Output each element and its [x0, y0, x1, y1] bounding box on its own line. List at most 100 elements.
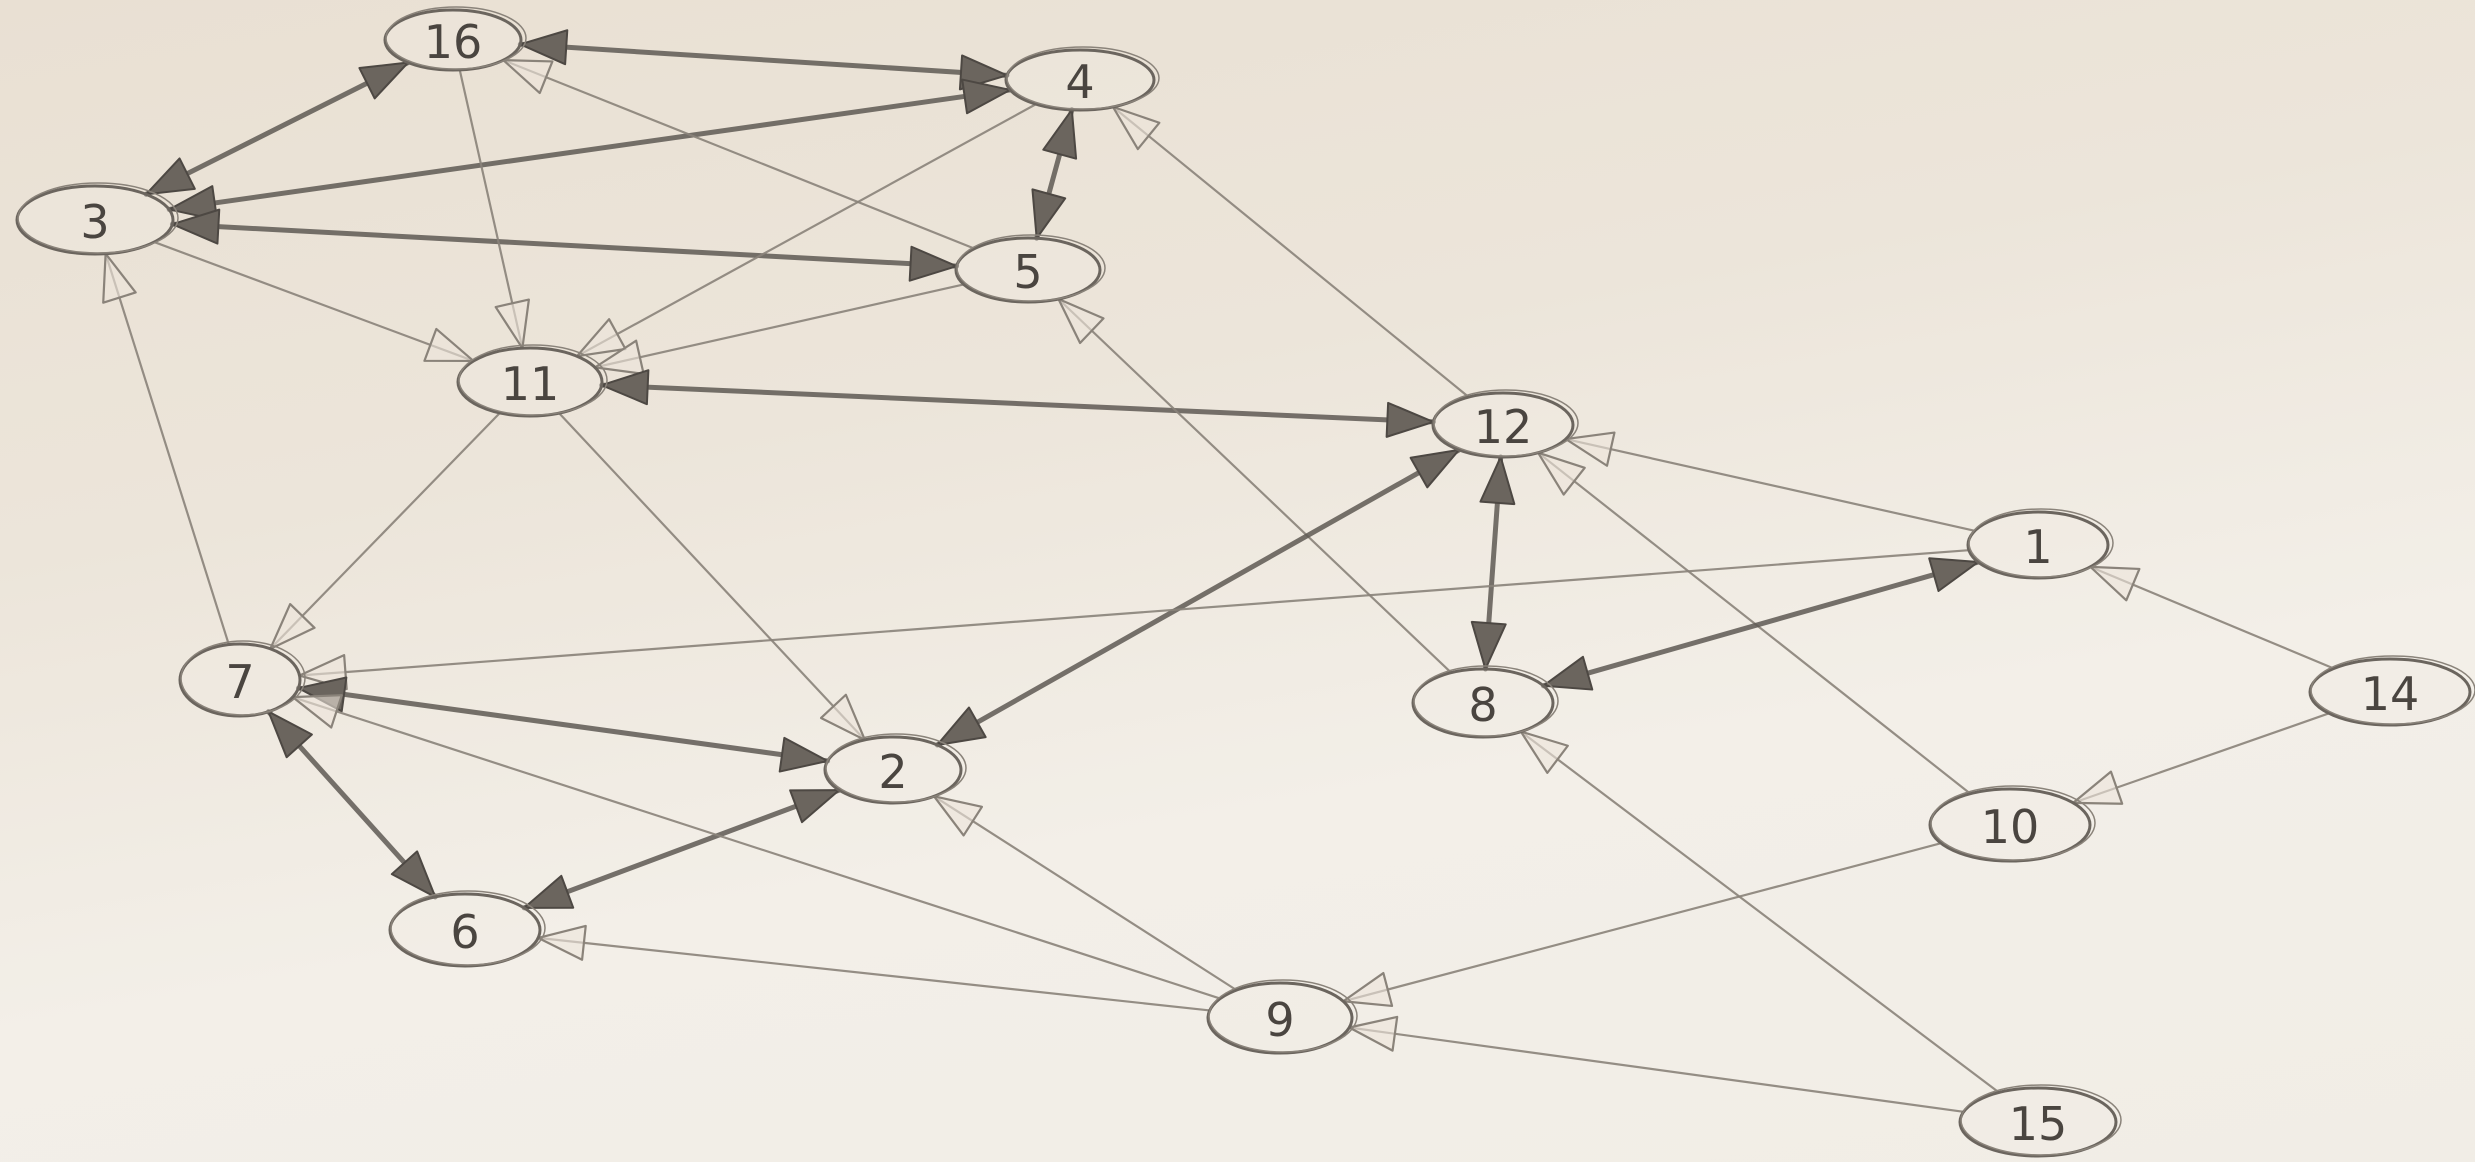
- arrowhead-8-5: [1057, 297, 1105, 345]
- edge-1-12: [1564, 437, 1976, 532]
- node-10: 10: [1928, 785, 2096, 863]
- arrowhead-16-11: [494, 298, 530, 350]
- node-3: 3: [15, 182, 179, 256]
- arrowhead-8-1: [1928, 557, 1980, 593]
- edge-5-11: [593, 283, 965, 369]
- edge-2-7: [295, 685, 831, 764]
- edge-10-9: [1342, 842, 1943, 1003]
- node-6-label: 6: [450, 905, 479, 959]
- edge-8-5: [1057, 297, 1453, 674]
- node-2: 2: [823, 733, 967, 805]
- node-8-circle-stroke: [1413, 665, 1559, 737]
- arrowhead-16-3: [145, 157, 196, 196]
- edge-11-2: [557, 412, 866, 742]
- arrowhead-14-10: [2072, 770, 2124, 805]
- arrowhead-5-16: [502, 59, 554, 95]
- edge-16-11: [458, 68, 524, 350]
- node-6-circle: [388, 892, 542, 968]
- node-7-circle: [178, 642, 302, 718]
- nodes-layer: 16 4 3 5 11 12 1 7 8 14 2 10 6 9 15: [15, 6, 2475, 1158]
- arrowhead-1-8: [1542, 655, 1594, 691]
- arrowhead-12-8: [1470, 620, 1507, 671]
- node-8: 8: [1411, 665, 1559, 739]
- arrowhead-15-8: [1519, 730, 1569, 774]
- node-6-circle-stroke: [390, 890, 546, 966]
- arrowhead-9-2: [932, 795, 984, 837]
- node-12-label: 12: [1474, 400, 1533, 454]
- edge-4-16: [517, 41, 1010, 78]
- node-1: 1: [1966, 508, 2114, 580]
- node-14-circle-stroke: [2310, 655, 2475, 725]
- edge-5-16: [502, 59, 976, 250]
- edge-15-9: [1348, 1026, 1965, 1113]
- arrowhead-7-2: [778, 736, 829, 773]
- node-5: 5: [954, 234, 1106, 304]
- edge-2-6: [521, 787, 842, 911]
- arrowhead-6-2: [789, 789, 841, 824]
- arrowhead-4-16: [519, 29, 569, 66]
- arrowhead-12-11: [600, 369, 650, 406]
- edge-3-11: [153, 240, 475, 363]
- edge-3-5: [169, 221, 960, 269]
- node-3-circle: [15, 184, 175, 256]
- node-1-circle: [1966, 510, 2110, 580]
- node-6: 6: [388, 890, 546, 968]
- arrowhead-5-3: [171, 208, 221, 245]
- arrowhead-1-12: [1564, 431, 1616, 467]
- node-10-circle-stroke: [1930, 785, 2096, 861]
- node-5-circle: [954, 236, 1102, 304]
- node-10-label: 10: [1981, 800, 2040, 854]
- edge-1-7: [298, 549, 1970, 677]
- edge-9-2: [932, 795, 1238, 992]
- node-11: 11: [456, 344, 608, 418]
- arrowhead-9-6: [537, 924, 587, 961]
- node-9-label: 9: [1265, 993, 1294, 1047]
- node-12: 12: [1431, 389, 1579, 459]
- node-4-circle: [1004, 48, 1156, 112]
- arrowhead-15-9: [1348, 1015, 1399, 1052]
- node-10-circle: [1928, 787, 2092, 863]
- node-9: 9: [1206, 979, 1358, 1055]
- arrowhead-2-12: [1409, 448, 1460, 489]
- node-14-label: 14: [2361, 667, 2420, 721]
- node-8-circle: [1411, 667, 1555, 739]
- node-15: 15: [1958, 1084, 2122, 1158]
- node-9-circle-stroke: [1208, 979, 1358, 1053]
- arrowhead-5-11: [593, 339, 645, 375]
- arrowhead-6-7: [267, 710, 313, 759]
- edge-4-3: [166, 87, 1013, 212]
- node-12-circle: [1431, 391, 1575, 459]
- edge-7-3: [104, 252, 230, 646]
- arrowhead-14-1: [2089, 565, 2141, 602]
- node-7-label: 7: [225, 655, 254, 709]
- node-16-circle: [383, 8, 523, 72]
- edge-11-7: [269, 411, 502, 651]
- node-7-circle-stroke: [180, 640, 306, 716]
- arrowhead-4-5: [1031, 188, 1067, 240]
- node-16: 16: [383, 6, 527, 72]
- arrowhead-3-16: [358, 61, 410, 100]
- node-15-circle-stroke: [1960, 1084, 2122, 1156]
- node-1-label: 1: [2023, 520, 2052, 574]
- arrowhead-12-4: [1111, 105, 1161, 151]
- node-3-label: 3: [80, 195, 109, 249]
- node-3-circle-stroke: [17, 182, 179, 254]
- arrowhead-8-12: [1479, 455, 1516, 506]
- edge-9-6: [537, 936, 1211, 1012]
- arrowhead-9-7: [291, 694, 343, 729]
- arrowhead-7-6: [390, 850, 437, 898]
- node-4: 4: [1004, 46, 1160, 112]
- node-2-circle: [823, 735, 963, 805]
- arrowhead-11-2: [819, 693, 866, 742]
- edge-1-8: [1540, 559, 1981, 689]
- edge-12-4: [1111, 105, 1470, 399]
- edge-12-2: [934, 447, 1462, 748]
- arrowhead-12-2: [936, 706, 987, 746]
- arrowhead-11-12: [1385, 401, 1435, 438]
- arrowhead-11-7: [269, 602, 316, 651]
- node-4-circle-stroke: [1006, 46, 1160, 110]
- arrowhead-10-12: [1536, 451, 1586, 496]
- arrowhead-4-11: [575, 318, 627, 358]
- arrowhead-10-9: [1342, 971, 1394, 1008]
- node-14-circle: [2308, 657, 2472, 727]
